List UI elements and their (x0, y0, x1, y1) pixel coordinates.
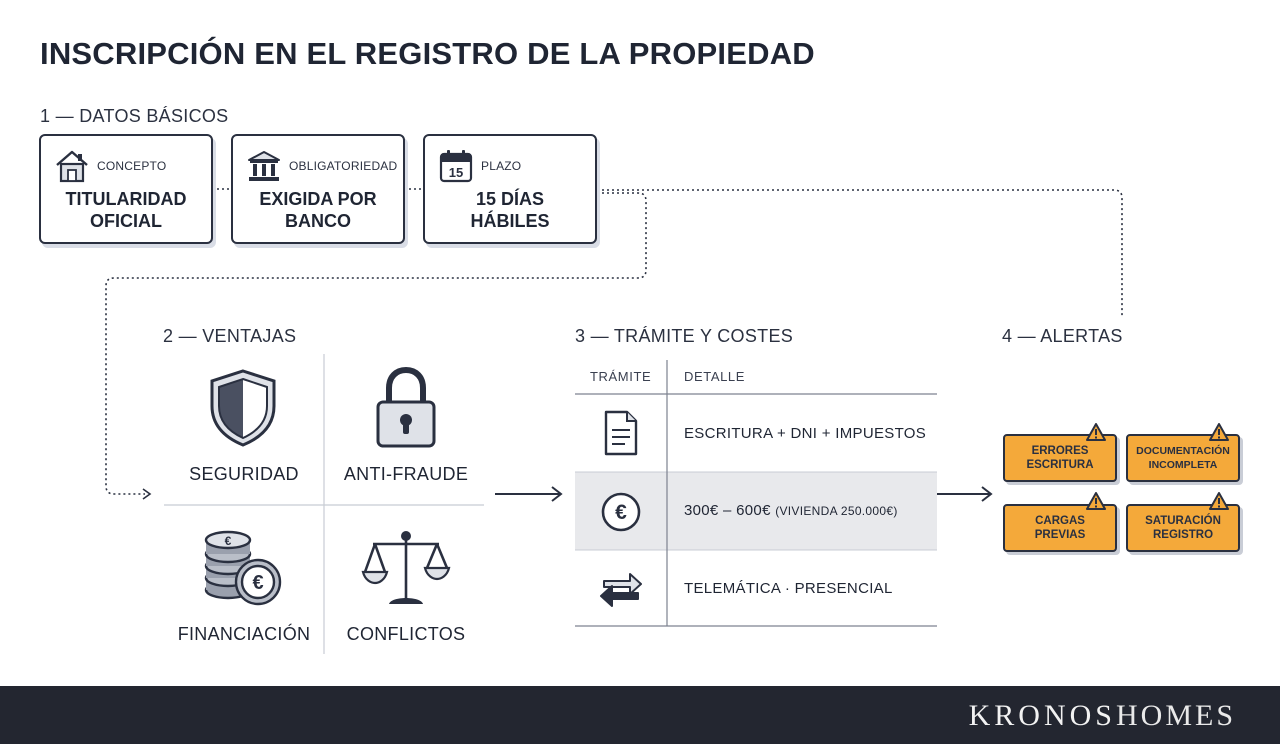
section-label-advantages: 2 — VENTAJAS (163, 326, 297, 346)
exchange-arrows-icon (600, 573, 642, 607)
card-value: 15 DÍAS HÁBILES (470, 189, 550, 231)
calendar-day-number: 15 (449, 165, 463, 180)
cost-range: 300€ – 600€ (684, 502, 771, 519)
warning-icon (1086, 492, 1106, 510)
svg-text:€: € (615, 501, 627, 524)
card-label: PLAZO (481, 159, 522, 173)
advantage-label-security: SEGURIDAD (189, 464, 299, 484)
svg-text:€: € (225, 534, 232, 548)
cost-note: (VIVIENDA 250.000€) (775, 504, 898, 518)
warning-icon (1086, 423, 1106, 441)
advantage-label-anti-fraud: ANTI-FRAUDE (343, 464, 469, 484)
card-label: CONCEPTO (97, 159, 167, 173)
warning-icon (1209, 492, 1229, 510)
svg-text:€: € (252, 572, 263, 594)
advantage-label-financing: FINANCIACIÓN (177, 624, 311, 644)
brand-part-2: HOMES (1115, 699, 1236, 732)
warning-icon (1209, 423, 1229, 441)
table-cell-detail: TELEMÁTICA · PRESENCIAL (684, 580, 893, 597)
euro-icon: € (601, 492, 641, 532)
alert-registry-saturation: SATURACIÓN REGISTRO (1126, 504, 1240, 552)
table-cell-detail: ESCRITURA + DNI + IMPUESTOS (684, 425, 927, 442)
table-header-detail: DETALLE (684, 369, 746, 384)
document-icon (604, 410, 638, 456)
card-value: TITULARIDAD OFICIAL (65, 189, 187, 231)
alert-writing-errors: ERRORES ESCRITURA (1003, 434, 1117, 482)
alert-prior-charges: CARGAS PREVIAS (1003, 504, 1117, 552)
coins-icon: € € (204, 530, 282, 606)
table-cell-detail: 300€ – 600€ (VIVIENDA 250.000€) (684, 502, 898, 519)
section-label-basic: 1 — DATOS BÁSICOS (40, 106, 229, 126)
card-label: OBLIGATORIEDAD (289, 159, 398, 173)
section-label-alerts: 4 — ALERTAS (1002, 326, 1123, 346)
padlock-icon (376, 366, 436, 448)
card-concept: CONCEPTO TITULARIDAD OFICIAL (39, 134, 213, 244)
house-icon (56, 150, 88, 183)
page-title: INSCRIPCIÓN EN EL REGISTRO DE LA PROPIED… (40, 36, 815, 71)
advantage-label-conflicts: CONFLICTOS (346, 624, 466, 644)
section-label-procedure: 3 — TRÁMITE Y COSTES (575, 326, 794, 346)
card-value: EXIGIDA POR BANCO (259, 189, 377, 231)
bank-icon (248, 151, 280, 181)
alert-incomplete-docs: DOCUMENTACIÓN INCOMPLETA (1126, 434, 1240, 482)
brand-part-1: KRONOS (968, 699, 1116, 732)
scales-icon (361, 531, 451, 604)
shield-icon (210, 369, 276, 447)
calendar-icon: 15 (439, 150, 473, 183)
card-deadline: 15 PLAZO 15 DÍAS HÁBILES (423, 134, 597, 244)
card-obligation: OBLIGATORIEDAD EXIGIDA POR BANCO (231, 134, 405, 244)
table-header-procedure: TRÁMITE (590, 369, 652, 384)
